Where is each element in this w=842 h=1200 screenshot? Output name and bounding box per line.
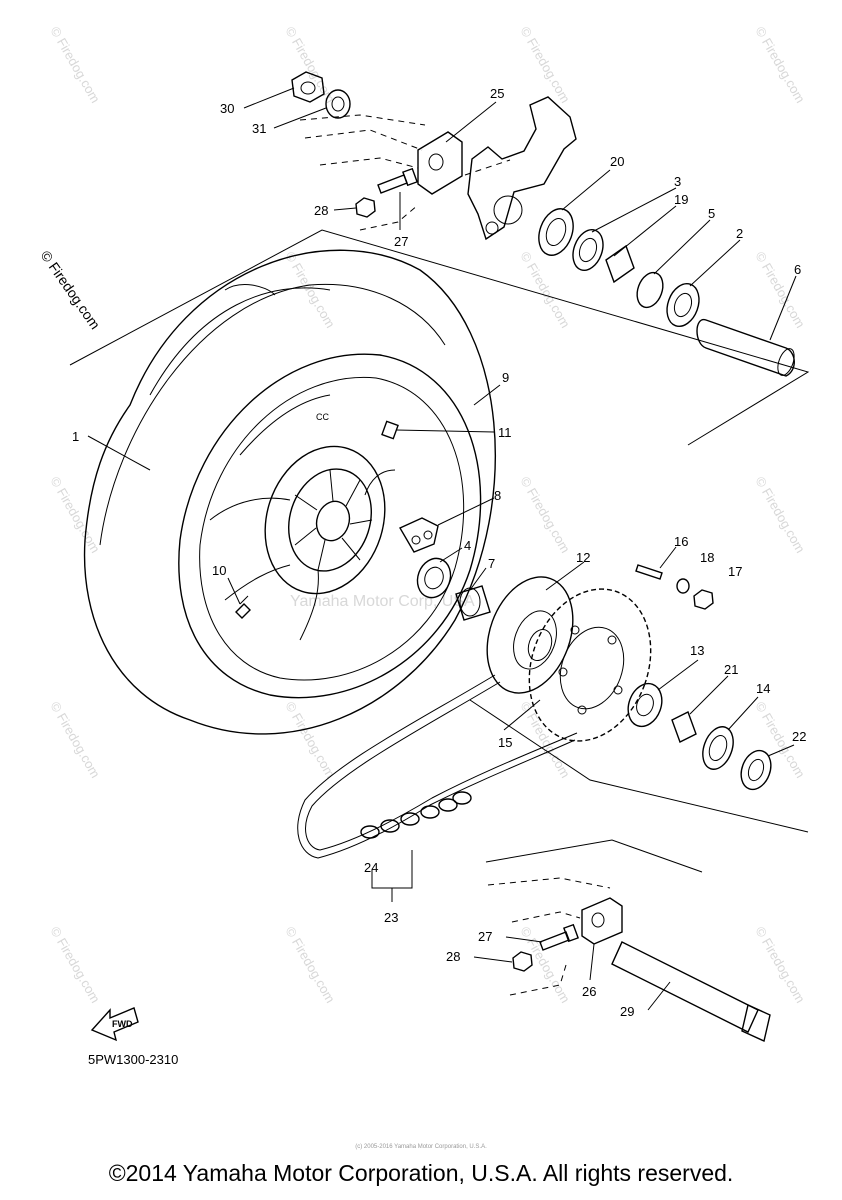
part-3-oil-seal xyxy=(572,228,604,272)
watermark: © Firedog.com xyxy=(282,924,338,1006)
watermark: © Firedog.com xyxy=(47,924,103,1006)
callout-10: 10 xyxy=(212,563,226,578)
callout-21: 21 xyxy=(724,662,738,677)
part-18-washer xyxy=(676,578,690,594)
part-16-stud xyxy=(635,564,663,580)
part-13-bearing xyxy=(627,682,663,728)
part-5-circlip xyxy=(636,271,664,309)
part-26-chain-puller xyxy=(581,897,623,945)
part-12-clutch-hub xyxy=(486,576,574,694)
callout-20: 20 xyxy=(610,154,624,169)
lower-frame xyxy=(469,699,809,833)
callout-28-lower: 28 xyxy=(446,949,460,964)
fine-print: (c) 2005-2016 Yamaha Motor Corporation, … xyxy=(355,1144,487,1150)
watermark: © Firedog.com xyxy=(47,699,103,781)
part-30-nut xyxy=(291,71,325,103)
callout-6: 6 xyxy=(794,262,801,277)
callout-18: 18 xyxy=(700,550,714,565)
callout-28: 28 xyxy=(314,203,328,218)
callout-12: 12 xyxy=(576,550,590,565)
part-27-bolt-lower xyxy=(539,931,570,951)
watermark-layer: © Firedog.com © Firedog.com © Firedog.co… xyxy=(47,24,808,1006)
callout-16: 16 xyxy=(674,534,688,549)
watermark: © Firedog.com xyxy=(752,924,808,1006)
firedog-watermark-dark: © Firedog.com xyxy=(38,248,104,333)
callout-26: 26 xyxy=(582,984,596,999)
part-25-chain-puller xyxy=(417,131,463,195)
callout-13: 13 xyxy=(690,643,704,658)
watermark: © Firedog.com xyxy=(282,699,338,781)
part-31-washer xyxy=(325,89,351,119)
part-2-bearing xyxy=(666,282,700,328)
callout-3: 3 xyxy=(674,174,681,189)
callout-17: 17 xyxy=(728,564,742,579)
callout-25: 25 xyxy=(490,86,504,101)
part-28-nut xyxy=(355,197,376,218)
callout-1: 1 xyxy=(72,429,79,444)
watermark: © Firedog.com xyxy=(47,474,103,556)
part-19-spacer xyxy=(605,244,635,284)
callout-11: 11 xyxy=(498,425,512,440)
part-22-collar xyxy=(740,749,772,791)
callout-labels: 30 31 25 28 27 20 3 19 5 2 6 9 11 1 8 4 … xyxy=(72,86,806,1019)
callout-5: 5 xyxy=(708,206,715,221)
wheel-mark: CC xyxy=(316,412,329,422)
part-20-collar xyxy=(538,208,574,256)
watermark: © Firedog.com xyxy=(517,24,573,106)
callout-15: 15 xyxy=(498,735,512,750)
part-28-nut-lower xyxy=(512,951,533,972)
watermark: © Firedog.com xyxy=(47,24,103,106)
callout-4: 4 xyxy=(464,538,471,553)
diagram-code: 5PW1300-2310 xyxy=(88,1052,179,1067)
rear-wheel: CC xyxy=(83,249,496,735)
center-watermark: Yamaha Motor Corp, USA xyxy=(290,593,475,610)
part-6-spacer xyxy=(696,319,795,377)
watermark: © Firedog.com xyxy=(517,474,573,556)
callout-30: 30 xyxy=(220,101,234,116)
watermark: © Firedog.com xyxy=(517,924,573,1006)
part-4-bearing xyxy=(416,557,452,599)
callout-9: 9 xyxy=(502,370,509,385)
part-14-oil-seal xyxy=(702,726,734,770)
part-27-bolt xyxy=(377,174,408,194)
callout-24: 24 xyxy=(364,860,378,875)
callout-27-lower: 27 xyxy=(478,929,492,944)
assembly-frame xyxy=(69,229,810,446)
callout-22: 22 xyxy=(792,729,806,744)
lower-frame-2 xyxy=(485,839,703,873)
callout-14: 14 xyxy=(756,681,770,696)
watermark: © Firedog.com xyxy=(752,24,808,106)
copyright-notice: ©2014 Yamaha Motor Corporation, U.S.A. A… xyxy=(108,1160,734,1186)
callout-31: 31 xyxy=(252,121,266,136)
watermark: © Firedog.com xyxy=(752,474,808,556)
part-21-collar xyxy=(671,711,697,743)
callout-2: 2 xyxy=(736,226,743,241)
callout-7: 7 xyxy=(488,556,495,571)
fwd-label: FWD xyxy=(112,1019,133,1029)
part-17-nut xyxy=(693,589,714,610)
callout-23: 23 xyxy=(384,910,398,925)
callout-8: 8 xyxy=(494,488,501,503)
leader-lines xyxy=(87,87,797,1011)
callout-29: 29 xyxy=(620,1004,634,1019)
fwd-arrow-icon: FWD xyxy=(90,1007,139,1042)
callout-27: 27 xyxy=(394,234,408,249)
part-23-drive-chain xyxy=(297,674,578,859)
callout-19: 19 xyxy=(674,192,688,207)
caliper-bracket xyxy=(467,96,577,241)
